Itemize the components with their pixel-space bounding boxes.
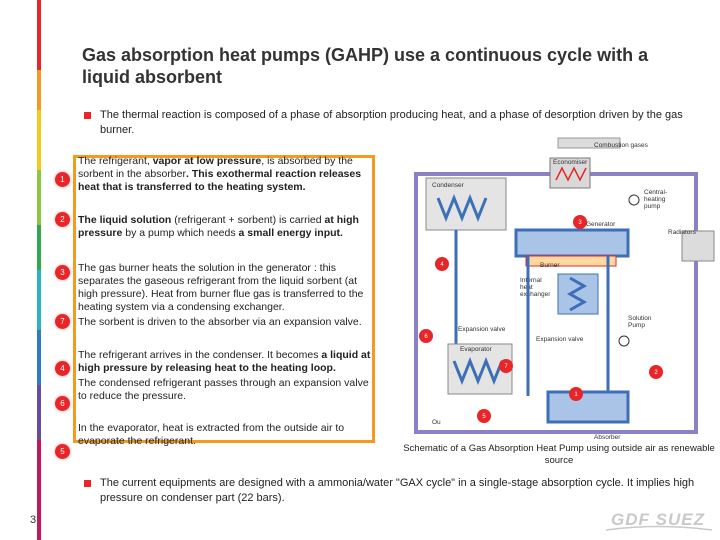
combustion-gas-duct <box>557 137 621 149</box>
marker-label: 3 <box>578 220 582 226</box>
logo-wordmark: GDF SUEZ <box>611 510 705 529</box>
color-strip <box>37 0 41 540</box>
central-heating-pump-icon <box>628 194 640 206</box>
page-number: 3 <box>30 514 37 526</box>
label-condenser: Condenser <box>432 182 465 189</box>
internal-heat-exchanger-coil <box>566 276 588 312</box>
marker-label: 1 <box>574 392 578 398</box>
label-absorber: Absorber <box>594 434 621 441</box>
bullet-text: The current equipments are designed with… <box>100 477 695 504</box>
label-combustion-gases: Combustion gases <box>594 142 649 149</box>
diagram-caption: Schematic of a Gas Absorption Heat Pump … <box>403 443 715 466</box>
step-2-text: The liquid solution (refrigerant + sorbe… <box>78 214 359 239</box>
label-outside-air: Ou <box>432 419 441 426</box>
bullet-text: The thermal reaction is composed of a ph… <box>100 109 683 136</box>
marker-label: 2 <box>654 370 658 376</box>
step-1-text: The refrigerant, vapor at low pressure, … <box>78 155 362 193</box>
marker-label: 5 <box>482 414 486 420</box>
marker-label: 4 <box>440 262 444 268</box>
evaporator-coil <box>452 356 504 386</box>
marker-circle <box>499 359 513 373</box>
label-economiser: Economiser <box>553 159 588 166</box>
step-number: 3 <box>55 265 70 280</box>
label-line: Pump <box>628 322 645 329</box>
step-number: 6 <box>55 396 70 411</box>
marker-circle <box>435 257 449 271</box>
internal-heat-exchanger-box <box>557 273 599 315</box>
label-evaporator: Evaporator <box>460 346 493 353</box>
label-line: exchanger <box>520 291 551 298</box>
step-6-text: The condensed refrigerant passes through… <box>78 377 369 402</box>
bullet-square-icon <box>84 112 91 119</box>
burner-flame <box>525 255 617 267</box>
gdf-suez-logo: GDF SUEZ <box>605 510 713 531</box>
bullet-current-equipments: The current equipments are designed with… <box>84 476 720 506</box>
step-number: 5 <box>55 444 70 459</box>
marker-label: 7 <box>504 364 508 370</box>
label-burner: Burner <box>540 262 560 269</box>
slide-title: Gas absorption heat pumps (GAHP) use a c… <box>82 45 649 87</box>
step-number: 4 <box>55 361 70 376</box>
marker-circle <box>419 329 433 343</box>
generator-vessel <box>514 228 630 258</box>
label-line: Solution <box>628 315 652 322</box>
label-expansion-valve: Expansion valve <box>458 326 506 333</box>
step-5-text: In the evaporator, heat is extracted fro… <box>78 422 345 447</box>
marker-circle <box>649 365 663 379</box>
radiator-icon <box>681 230 715 262</box>
logo-swoosh <box>605 525 713 531</box>
absorber-vessel <box>546 390 630 424</box>
step-3-text: The gas burner heats the solution in the… <box>78 262 364 313</box>
steps-box <box>73 155 375 443</box>
solution-pump-icon <box>618 335 630 347</box>
label-line: Internal <box>520 277 542 284</box>
bullet-square-icon <box>84 480 91 487</box>
label-radiators: Radiators <box>668 229 697 236</box>
step-7-text: The sorbent is driven to the absorber vi… <box>78 316 362 328</box>
label-line: heat <box>520 284 533 291</box>
marker-circle <box>477 409 491 423</box>
label-line: Central- <box>644 189 667 196</box>
step-number: 2 <box>55 212 70 227</box>
step-number: 1 <box>55 172 70 187</box>
condenser-coil <box>436 193 488 223</box>
marker-circle <box>569 387 583 401</box>
label-generator: Generator <box>586 221 616 228</box>
step-number: 7 <box>55 314 70 329</box>
bullet-thermal-reaction: The thermal reaction is composed of a ph… <box>84 108 720 138</box>
label-line: heating <box>644 196 666 203</box>
step-4-text: The refrigerant arrives in the condenser… <box>78 349 371 374</box>
marker-circle <box>573 215 587 229</box>
gahp-schematic: Combustion gases Economiser Condenser Ce… <box>414 137 715 441</box>
label-line: pump <box>644 203 661 210</box>
marker-label: 6 <box>424 334 428 340</box>
label-expansion-valve: Expansion valve <box>536 336 584 343</box>
economiser-coil <box>555 166 587 182</box>
